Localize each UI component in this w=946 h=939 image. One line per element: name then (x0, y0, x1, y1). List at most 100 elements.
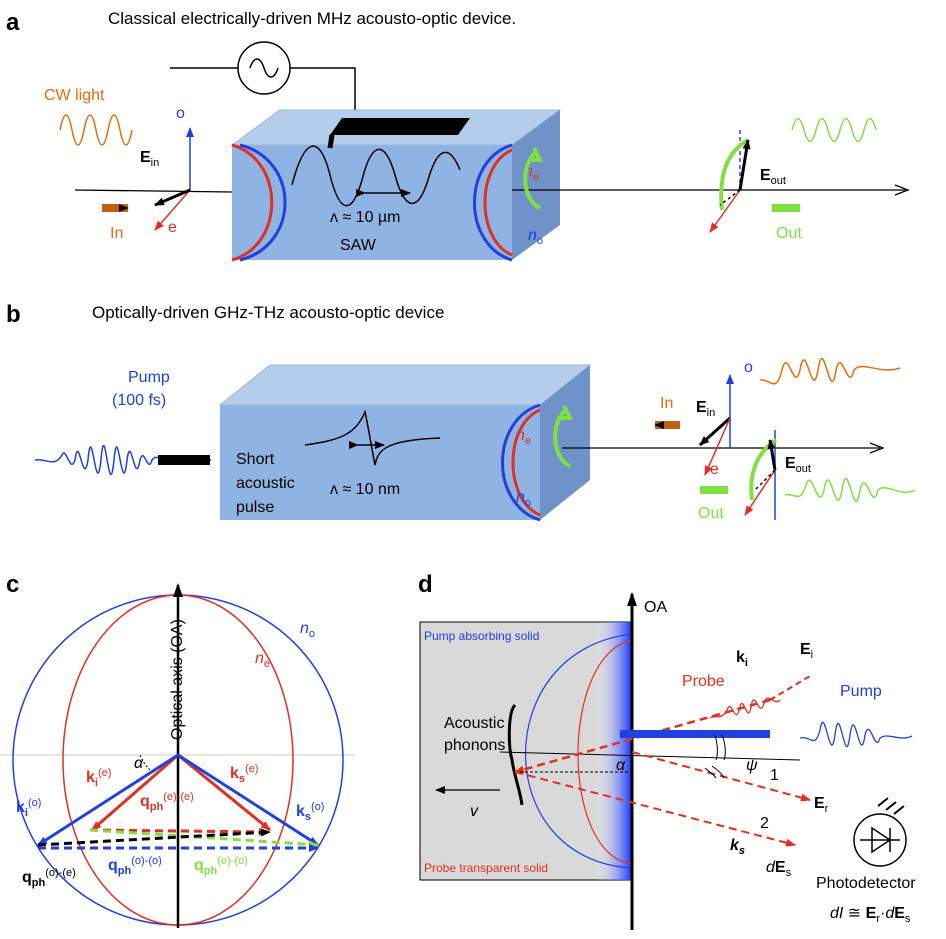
angle-arc-lower (704, 765, 725, 779)
saw-label: SAW (340, 237, 377, 254)
er-label: Er (814, 795, 829, 815)
no-surface-right (473, 143, 513, 262)
angle-arc-upper (714, 734, 726, 761)
q-ee-vector (89, 827, 269, 836)
q-ee-label: qph(e)-(e) (140, 791, 194, 813)
rotation-arrow-icon-a (523, 147, 544, 210)
e-axis-b (704, 417, 731, 476)
eout-vector-a (738, 139, 751, 191)
diode-symbol-icon (860, 826, 900, 854)
in-label-b: In (660, 395, 673, 412)
optical-path-arrowhead-b (869, 442, 885, 454)
idt-fingers (343, 118, 421, 131)
pump-pulse-wave-d (799, 721, 913, 748)
ein-vector-a (154, 188, 191, 207)
output-rotation-arc-a (719, 138, 750, 211)
ki-o-vector (37, 753, 179, 847)
ne-label-a: ne (524, 163, 539, 183)
eout-projection-b (754, 469, 776, 491)
pump-duration-label: (100 fs) (112, 392, 166, 409)
no-label-c: no (300, 620, 315, 640)
scattered-beam-2 (514, 771, 796, 847)
optical-path-line (74, 189, 905, 193)
in-label-a: In (110, 225, 123, 242)
crystal-side-b (540, 365, 590, 520)
q-eo-label: qph(e)-(o) (194, 855, 248, 877)
crystal-top-b (218, 364, 592, 406)
rf-wire (170, 67, 356, 112)
output-light-wave-a (791, 118, 877, 142)
panel-b-label: b (6, 301, 21, 328)
ki-o-label: ki(o) (16, 797, 41, 819)
light-rays-icon (877, 797, 905, 815)
velocity-label: v (470, 803, 479, 820)
no-surface-b (501, 403, 541, 522)
no-curve-d (525, 633, 633, 869)
ks-label-d: ks (730, 837, 745, 857)
panel-c-label: c (6, 571, 19, 598)
alpha-label-c: α (134, 755, 144, 772)
probe-label: Probe (682, 673, 725, 690)
e-axis-a (154, 189, 191, 231)
ki-label-d: ki (736, 649, 748, 669)
green-wave-b (784, 477, 916, 503)
idt-finger-front (327, 134, 335, 149)
ne-surface-right (483, 148, 513, 257)
panel-d: d OA Pump absorbing solid Probe transpar… (418, 571, 916, 930)
eout-projection-a (719, 189, 741, 206)
out-label-b: Out (698, 505, 724, 522)
alpha-arc-c (139, 754, 151, 771)
oa-label-d: OA (644, 599, 667, 616)
q-oo-label: qph(o)-(o) (108, 855, 162, 877)
no-label-b: no (516, 489, 531, 509)
optical-axis-label: Optical axis (OA) (169, 619, 186, 740)
ein-label-a: Ein (140, 149, 159, 169)
rotation-arrow-icon-b (553, 405, 574, 468)
acoustic-label-d: Acoustic (444, 715, 504, 732)
ein-label-b: Ein (696, 399, 715, 419)
idt-electrode (330, 118, 470, 135)
out-label-a: Out (776, 225, 802, 242)
ki-e-vector (91, 753, 179, 832)
psi-label: ψ (746, 757, 758, 774)
e-label-b: e (710, 461, 719, 478)
panel-a-label: a (6, 9, 20, 36)
eout-label-b: Eout (785, 455, 811, 475)
pump-label-d: Pump (840, 683, 882, 700)
beam-1-label: 1 (770, 767, 779, 784)
e-axis-out-a (709, 189, 741, 233)
panel-d-label: d (418, 571, 433, 598)
panel-b: b Optically-driven GHz-THz acousto-optic… (6, 301, 916, 522)
pulse-label: pulse (236, 499, 274, 516)
crystal-front-b (220, 405, 540, 520)
ne-label-c: ne (255, 650, 270, 670)
panel-a: a Classical electrically-driven MHz acou… (6, 9, 910, 262)
ks-o-label: ks(o) (296, 801, 324, 823)
pump-label-b: Pump (128, 369, 170, 386)
saw-wave (291, 145, 461, 207)
e-label-a: e (168, 219, 177, 236)
pulse-wavelength-label: ʌ ≈ 10 nm (330, 481, 400, 498)
q-oe-label: qph(o)-(e) (22, 867, 76, 889)
e-axis-out-b (744, 469, 776, 516)
q-eo-vector (89, 828, 319, 849)
optical-path-arrowhead (894, 184, 910, 196)
crystal-side (512, 110, 560, 260)
eout-vector-b (767, 439, 777, 471)
ne-surface-b (511, 408, 541, 517)
probe-pulse-wave (709, 697, 781, 719)
cw-light-wave (59, 114, 133, 146)
short-label: Short (236, 451, 275, 468)
no-surface-left (239, 143, 287, 262)
des-label: dEs (766, 859, 792, 879)
photodetector-label: Photodetector (816, 875, 916, 892)
panel-c: c Optical axis (OA) no ne α ki(e) ks(e) … (0, 571, 355, 928)
ki-e-label: ki(e) (86, 767, 111, 789)
alpha-label-d: α (616, 757, 626, 774)
phonon-wave (507, 703, 524, 806)
eout-label-a: Eout (760, 167, 786, 187)
detection-formula: dI ≅ Er·dEs (830, 905, 911, 925)
no-label-a: no (528, 227, 543, 247)
